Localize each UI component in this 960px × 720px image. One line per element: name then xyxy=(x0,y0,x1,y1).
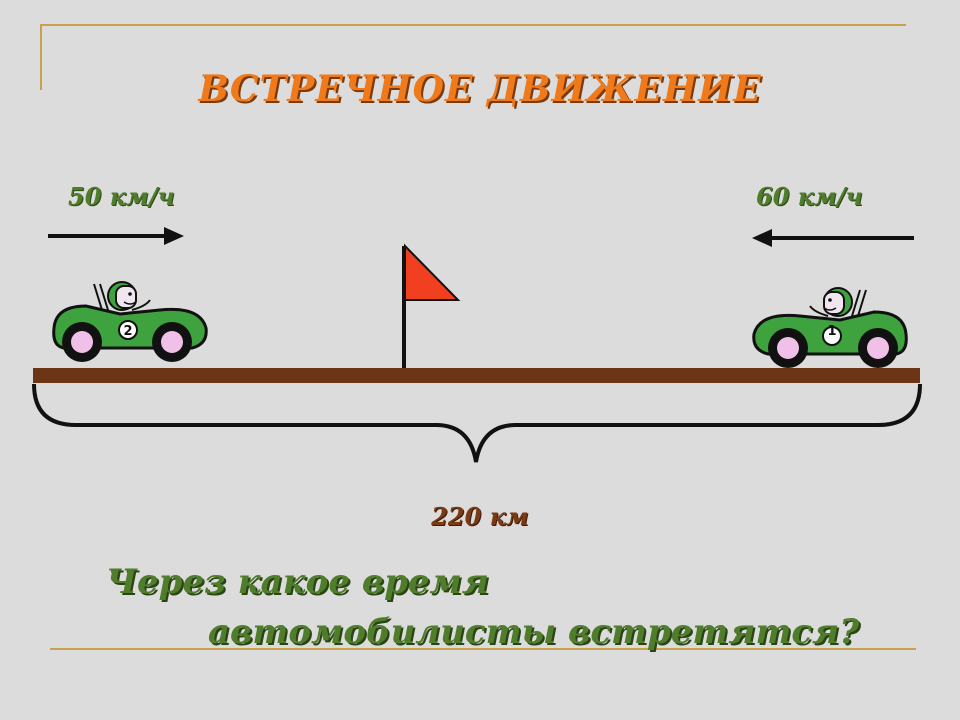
left-car-speed: 50 км/ч xyxy=(68,182,175,211)
driver-face xyxy=(823,291,845,315)
question-line-1: Через какое время xyxy=(106,562,489,602)
car-number-badge xyxy=(118,320,138,340)
right-car-speed: 60 км/ч xyxy=(756,182,863,211)
frame-top-line xyxy=(40,24,906,26)
road xyxy=(33,368,920,383)
meeting-flag xyxy=(402,243,461,370)
car-number: 1 xyxy=(827,324,836,339)
flag-cloth xyxy=(404,243,461,301)
distance-brace xyxy=(32,383,922,463)
question-line-2: автомобилисты встретятся? xyxy=(208,612,860,652)
car-number-badge xyxy=(822,326,842,346)
car-number: 2 xyxy=(123,324,132,339)
frame-bottom-line xyxy=(50,648,916,650)
right-car xyxy=(752,287,908,368)
left-car: 2 xyxy=(52,281,208,362)
distance-label: 220 км xyxy=(431,502,529,531)
driver-face xyxy=(115,285,137,309)
slide-title: ВСТРЕЧНОЕ ДВИЖЕНИЕ xyxy=(198,68,762,110)
right-direction-arrow xyxy=(752,229,914,247)
frame-left-line xyxy=(40,24,42,90)
left-direction-arrow xyxy=(48,227,184,245)
